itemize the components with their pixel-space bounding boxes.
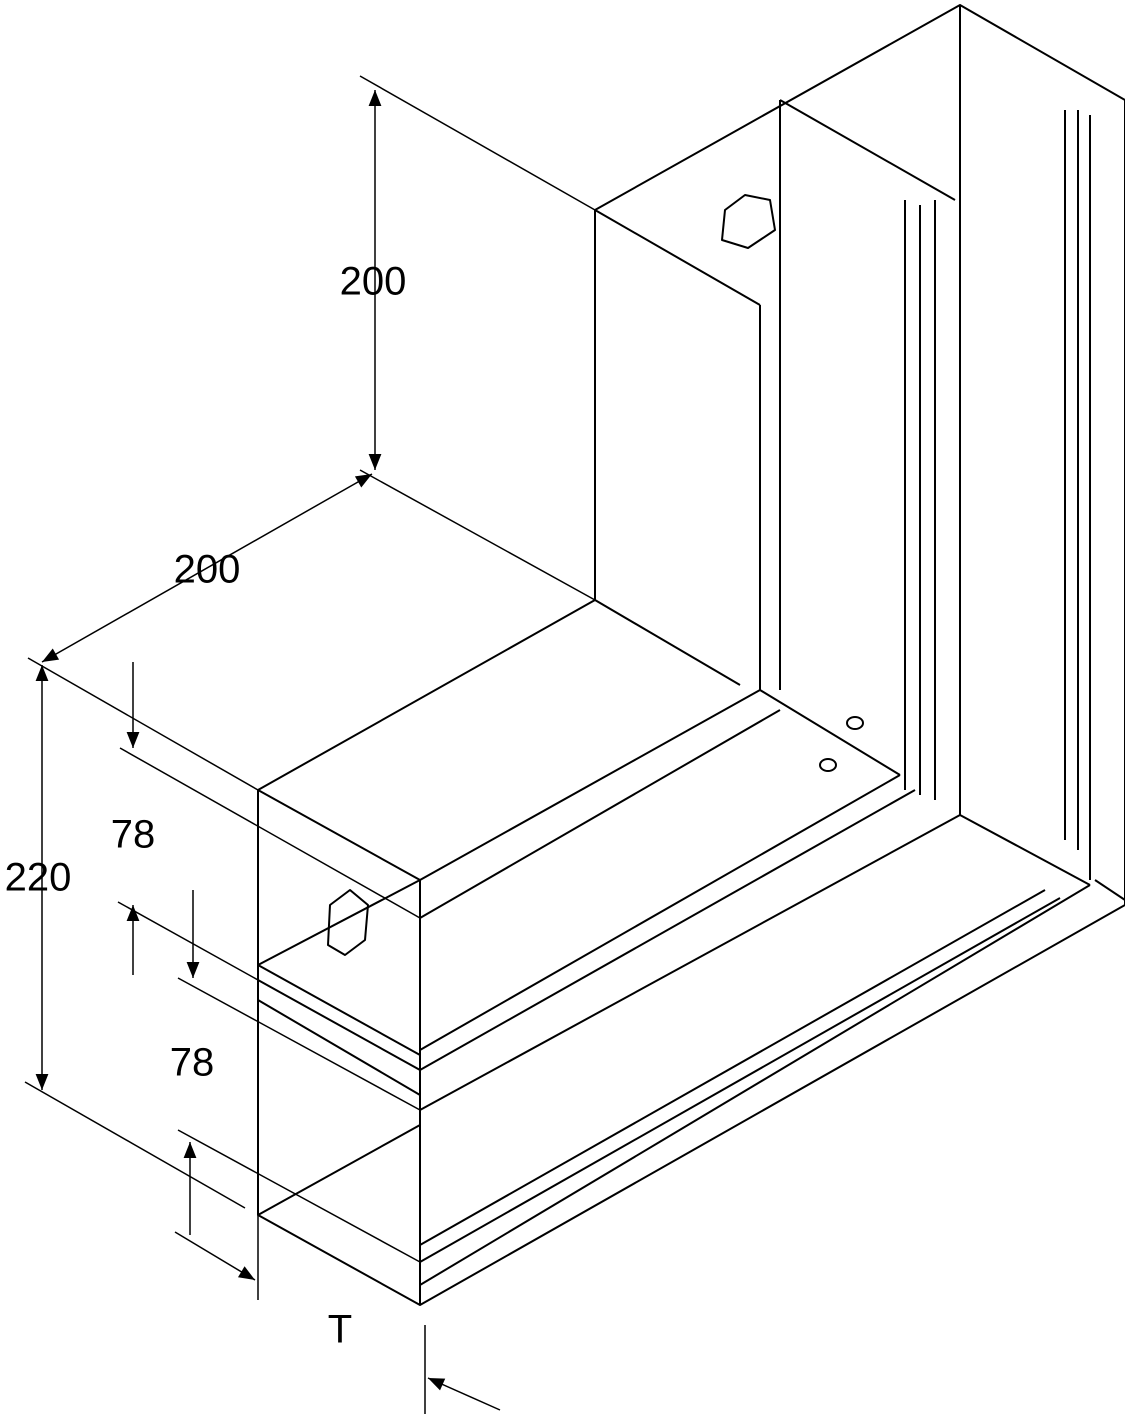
dimension-compartment-lower: 78: [169, 1040, 215, 1085]
dimension-overall-height: 220: [4, 855, 72, 900]
duct-body: [257, 4, 1125, 1306]
dimension-depth: T: [327, 1307, 353, 1352]
dimension-lines: [24, 75, 596, 1414]
dimension-compartment-upper: 78: [110, 812, 156, 857]
dimension-vertical-leg: 200: [339, 259, 407, 304]
dimension-horizontal-leg: 200: [173, 547, 241, 592]
